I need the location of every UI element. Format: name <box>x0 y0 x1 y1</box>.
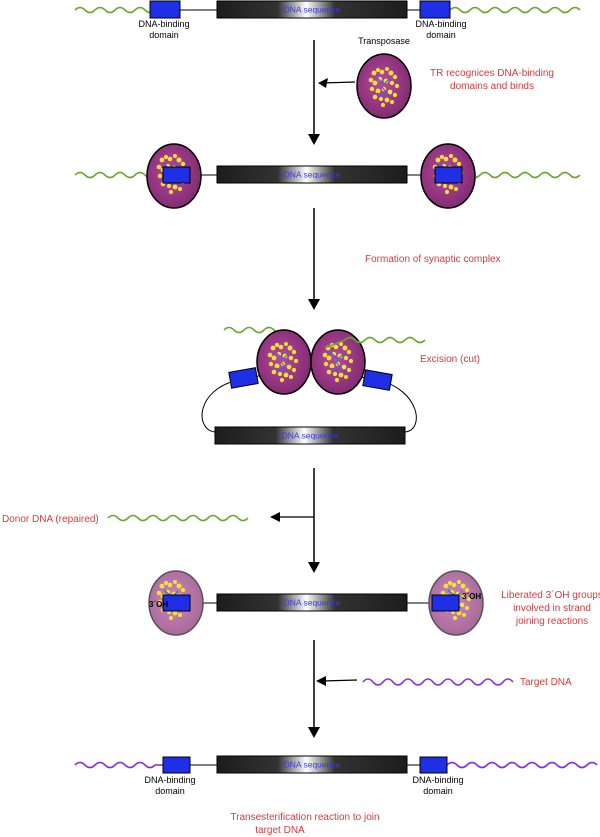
green-dna-top-left <box>223 326 299 346</box>
dna-binding-domain-left <box>228 367 259 389</box>
step-liberated-line-1: Liberated 3´OH groups <box>501 589 600 601</box>
green-dna-top-right <box>324 336 426 349</box>
step-target: Target DNA <box>520 677 572 688</box>
dna-sequence-label: DNA sequence <box>284 760 341 770</box>
dna-binding-domain-right <box>419 0 451 19</box>
dna-sequence-bar <box>216 165 408 184</box>
purple-dna-left <box>74 761 163 769</box>
green-dna-right <box>449 6 581 14</box>
three-oh-right: 3´OH <box>462 592 481 601</box>
dna-binding-domain-left <box>149 0 181 19</box>
dna-binding-domain-left <box>162 594 191 612</box>
arrow-1 <box>308 40 356 145</box>
dna-sequence-bar <box>216 755 408 774</box>
dna-sequence-bar <box>216 593 408 612</box>
dna-binding-domain-left <box>162 756 191 774</box>
arrow-4 <box>308 640 358 738</box>
step-transesterification-line-2: target DNA <box>255 825 305 836</box>
step-liberated-line-3: joining reactions <box>515 616 588 627</box>
row-2-bound-dna: DNA sequence <box>74 143 581 209</box>
dna-sequence-label: DNA sequence <box>284 170 341 180</box>
transposase-label: Transposase <box>358 36 410 46</box>
step-synaptic: Formation of synaptic complex <box>365 254 501 265</box>
dna-binding-label-left-2: domain <box>155 786 185 796</box>
dna-binding-domain-right <box>434 166 463 184</box>
dna-binding-label-right-1: DNA-binding <box>415 19 466 29</box>
dna-sequence-label: DNA sequence <box>282 431 339 441</box>
green-dna-right <box>459 171 581 179</box>
step-excision: Excision (cut) <box>420 354 480 365</box>
dna-sequence-label: DNA sequence <box>284 598 341 608</box>
arrow-2 <box>308 208 320 310</box>
step-donor: Donor DNA (repaired) <box>2 514 99 525</box>
dna-sequence-bar <box>214 426 406 445</box>
three-oh-left: 3´OH <box>149 600 168 609</box>
dna-binding-label-left-1: DNA-binding <box>138 19 189 29</box>
green-dna-left <box>74 171 165 179</box>
dna-binding-domain-right <box>419 756 448 774</box>
dna-binding-label-right-2: domain <box>426 30 456 40</box>
step-recognize-line-2: domains and binds <box>450 81 534 92</box>
step-recognize-line-1: TR recognices DNA-binding <box>430 68 554 79</box>
donor-dna <box>107 514 249 522</box>
dna-binding-domain-right <box>362 369 393 391</box>
step-liberated-line-2: involved in strand <box>513 603 591 614</box>
green-dna-left <box>74 6 157 14</box>
dna-binding-label-right-1: DNA-binding <box>412 775 463 785</box>
row-4-liberated-ends: 3´OH 3´OH DNA sequence <box>148 570 484 636</box>
row-3-synaptic-complex: DNA sequence <box>201 326 426 445</box>
dna-sequence-bar <box>216 0 408 19</box>
target-dna <box>362 678 514 686</box>
dna-binding-label-left-1: DNA-binding <box>144 775 195 785</box>
purple-dna-right <box>446 761 598 769</box>
arrow-3 <box>270 468 320 573</box>
transposase-left <box>256 329 312 395</box>
dna-binding-label-right-2: domain <box>423 786 453 796</box>
dna-binding-domain-right <box>431 594 460 612</box>
dna-sequence-label: DNA sequence <box>284 5 341 15</box>
dna-binding-domain-left <box>162 166 191 184</box>
step-transesterification-line-1: Transesterification reaction to join <box>230 812 379 823</box>
row-5-integrated-dna: DNA sequence DNA-binding domain DNA-bind… <box>74 755 598 796</box>
transposase-protein: Transposase <box>356 36 412 119</box>
loop-line <box>201 379 239 433</box>
dna-binding-label-left-2: domain <box>149 30 179 40</box>
row-1-initial-dna: DNA sequence DNA-binding domain DNA-bind… <box>74 0 581 40</box>
